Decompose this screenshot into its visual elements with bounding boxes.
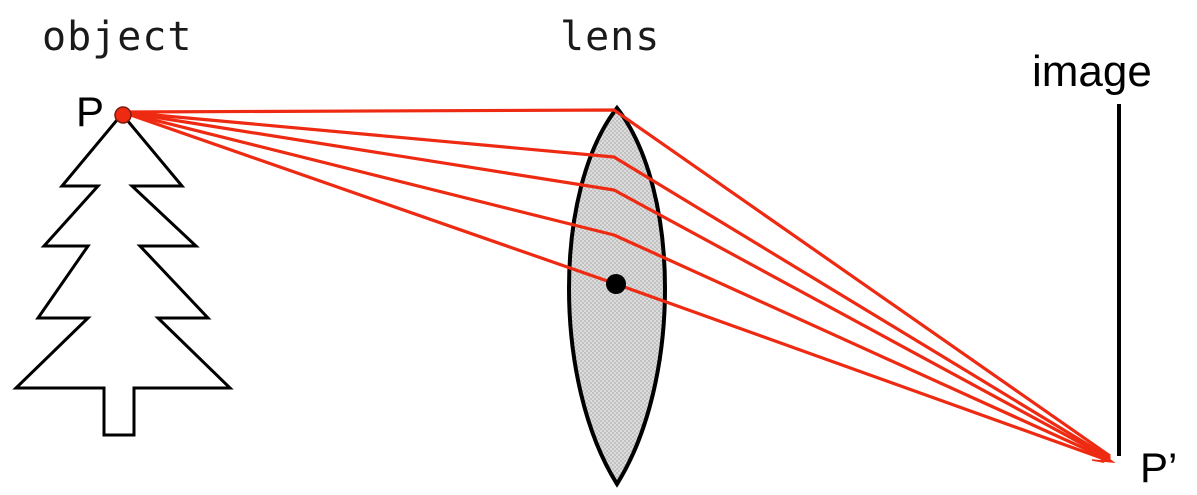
lens-label: lens: [560, 14, 660, 60]
point-p-dot: [115, 107, 131, 123]
point-p-label: P: [76, 88, 104, 135]
point-p-prime-label: P’: [1140, 444, 1177, 491]
image-label: image: [1032, 47, 1152, 96]
tree-icon: [16, 114, 230, 435]
lens-center-dot: [606, 274, 626, 294]
object-label: object: [42, 14, 193, 60]
